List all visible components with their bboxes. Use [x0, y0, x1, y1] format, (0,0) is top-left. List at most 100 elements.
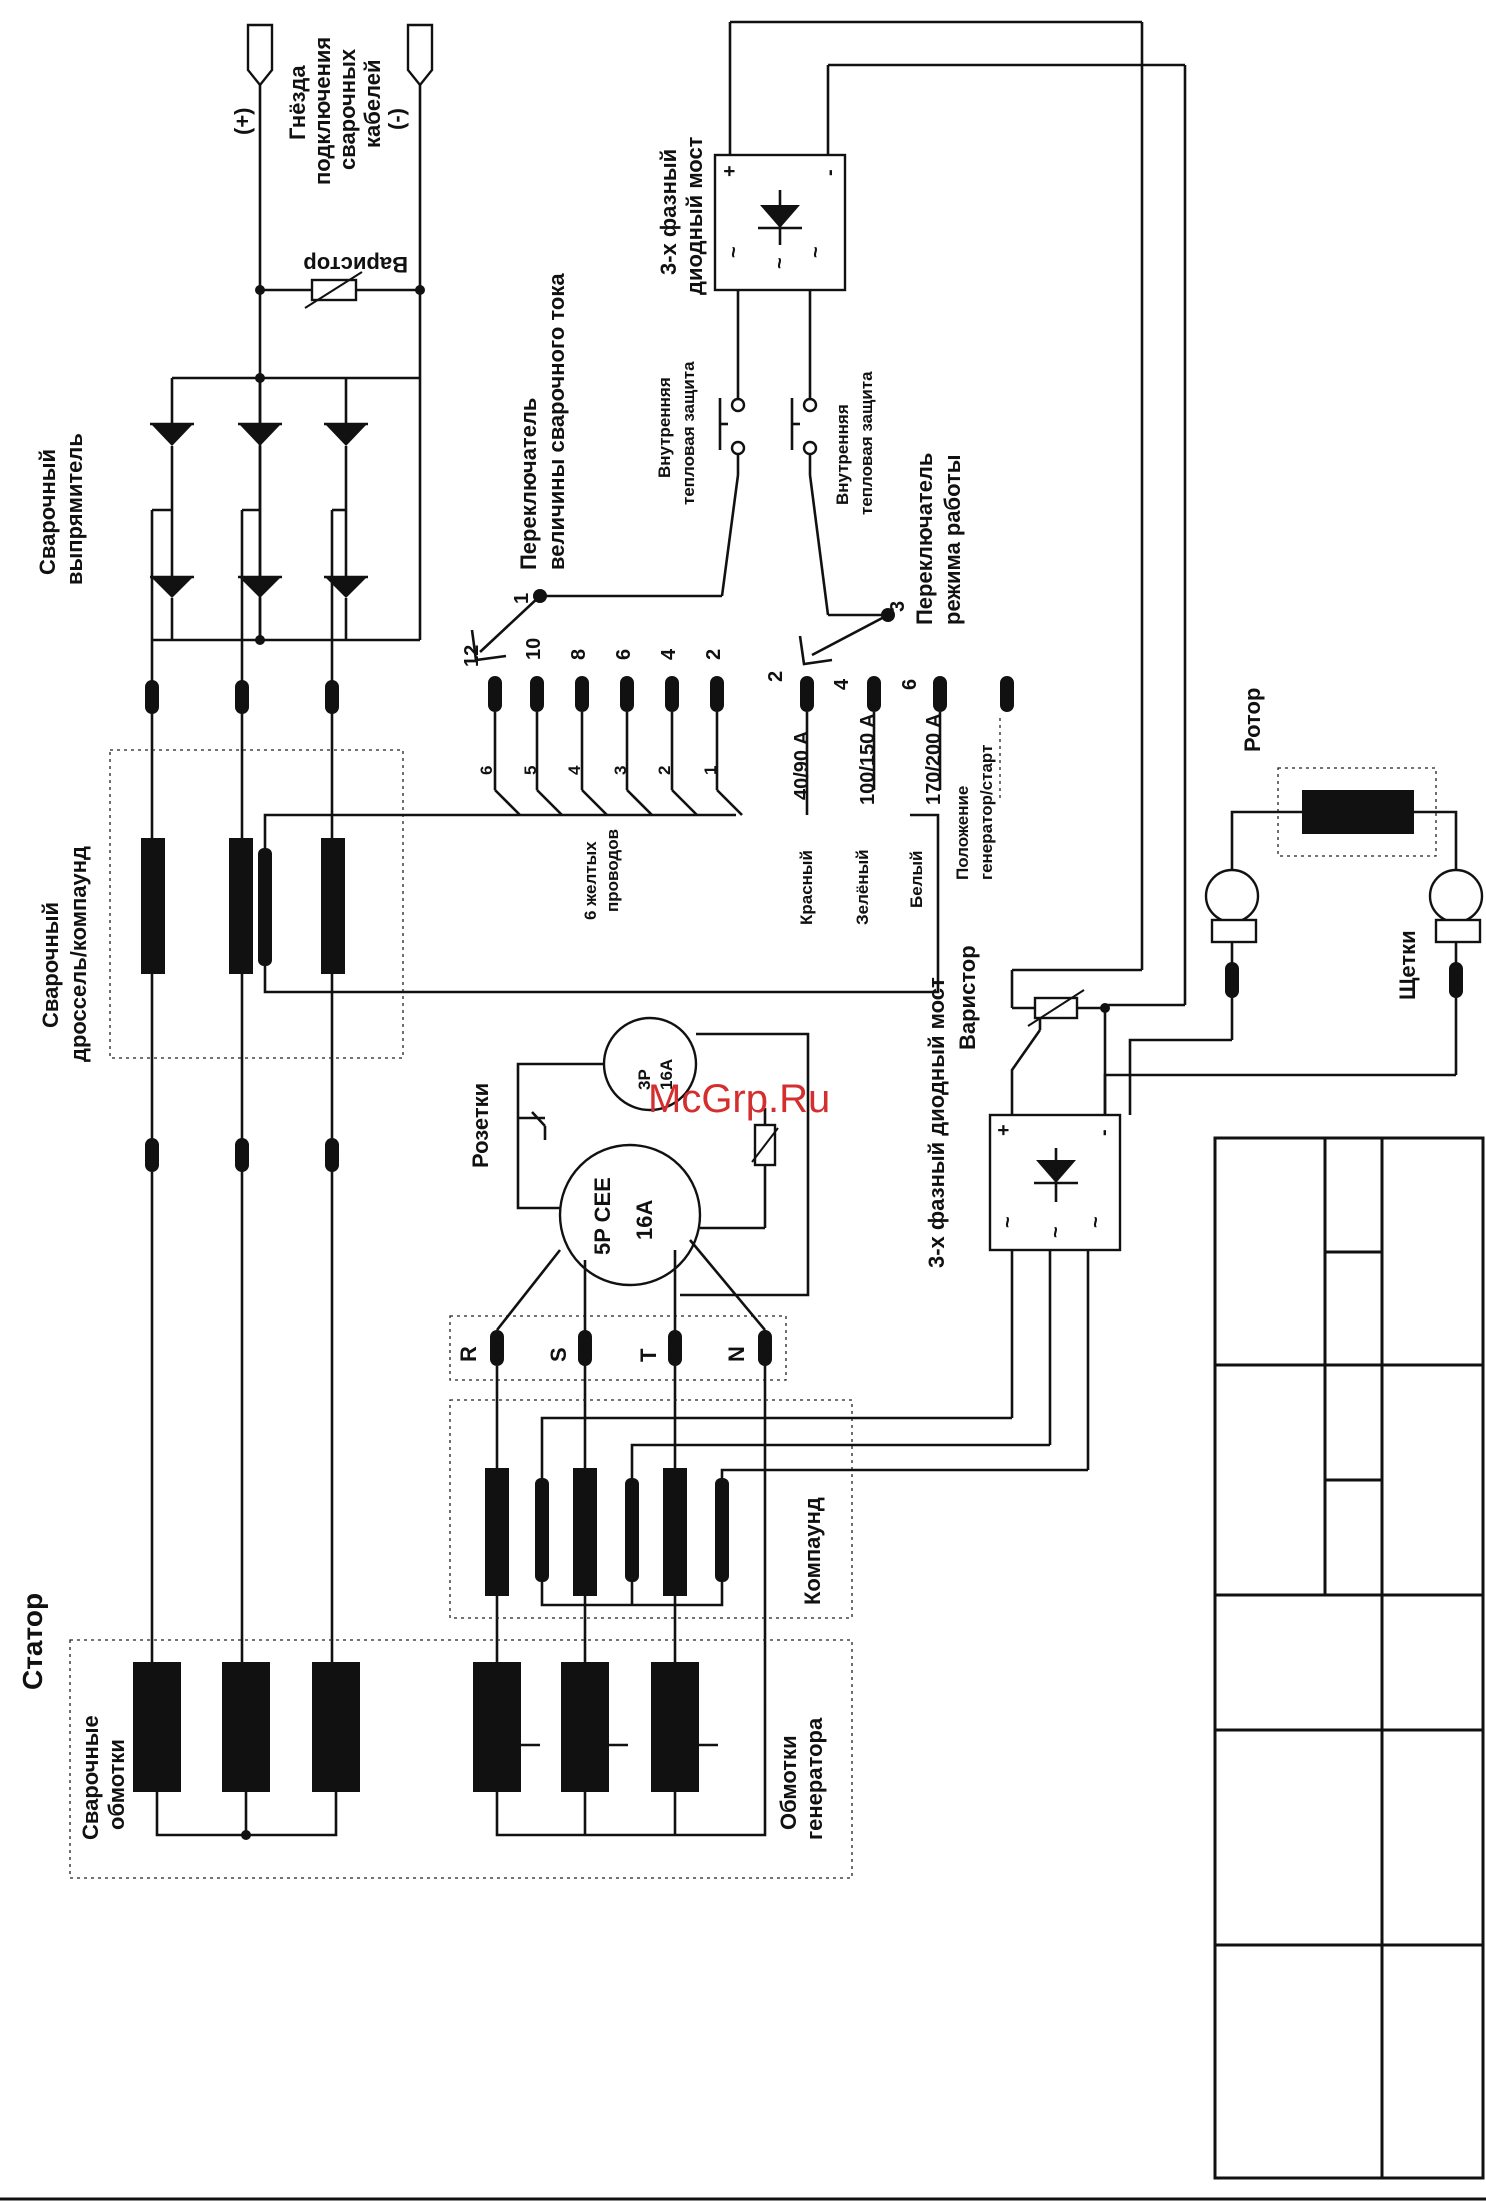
phase-N: N	[724, 1346, 749, 1362]
svg-text:Внутренняя: Внутренняя	[833, 404, 852, 505]
phase-R: R	[456, 1346, 481, 1362]
mode-pole-3: 3	[887, 601, 909, 612]
label-gen-position: Положение генератор/старт	[953, 745, 996, 880]
mode-pos-4: 4	[831, 678, 853, 690]
svg-text:режима работы: режима работы	[940, 454, 965, 625]
label-diode-bridge-top: 3-х фазный диодный мост	[656, 136, 707, 295]
label-brushes: Щетки	[1395, 930, 1420, 1000]
mode-switch	[798, 474, 1014, 815]
bridge-rotor-ac1: ~	[997, 1216, 1019, 1228]
yellow-wire-1: 1	[701, 766, 720, 775]
svg-text:6 желтых: 6 желтых	[581, 841, 600, 920]
label-thermal-2: Внутренняя тепловая защита	[833, 371, 876, 515]
label-rotor: Ротор	[1240, 688, 1265, 752]
yellow-wire-3: 3	[611, 766, 630, 775]
current-pos-8: 8	[568, 649, 590, 660]
label-varistor-top: Варистор	[303, 252, 408, 277]
svg-text:Переключатель: Переключатель	[516, 398, 541, 570]
amp-range-170-200: 170/200 A	[923, 713, 945, 805]
label-thermal-1: Внутренняя тепловая защита	[655, 361, 698, 505]
label-plus: (+)	[230, 108, 255, 136]
cable-socket-minus	[406, 23, 434, 87]
current-pos-2: 2	[703, 649, 725, 660]
diode-bridge-top	[713, 20, 1185, 380]
bridge-top-ac1: ~	[723, 246, 745, 258]
svg-text:кабелей: кабелей	[360, 59, 385, 148]
bridge-top-plus: +	[719, 165, 741, 177]
svg-text:обмотки: обмотки	[104, 1739, 129, 1830]
label-compound: Компаунд	[800, 1497, 825, 1605]
amp-range-40-90: 40/90 A	[791, 731, 813, 800]
yellow-wire-4: 4	[565, 765, 584, 775]
label-cable-sockets: Гнёзда подключения сварочных кабелей	[285, 37, 385, 185]
welding-rectifier	[150, 373, 420, 645]
svg-text:Переключатель: Переключатель	[912, 453, 937, 625]
svg-text:3-х фазный: 3-х фазный	[656, 149, 681, 275]
label-minus: (-)	[384, 108, 409, 130]
svg-text:Обмотки: Обмотки	[776, 1735, 801, 1830]
svg-text:Положение: Положение	[953, 786, 972, 880]
socket-5p-label: 5P CEE	[590, 1177, 615, 1255]
svg-text:Варистор: Варистор	[303, 252, 408, 277]
current-pos-10: 10	[523, 638, 545, 660]
socket-5p-rating: 16A	[632, 1200, 657, 1240]
label-diode-bridge-mid: 3-х фазный диодный мост	[924, 977, 949, 1268]
label-mode-switch: Переключатель режима работы	[912, 453, 965, 625]
current-pos-6: 6	[613, 649, 635, 660]
rotor-varistor	[1010, 968, 1185, 1115]
thermal-protection-2	[790, 380, 818, 475]
svg-text:Гнёзда: Гнёзда	[285, 65, 310, 140]
watermark: McGrp.Ru	[648, 1077, 830, 1121]
current-switch	[470, 474, 743, 816]
svg-text:Внутренняя: Внутренняя	[655, 377, 674, 478]
mode-pos-2: 2	[765, 671, 787, 682]
label-welding-windings: Сварочные обмотки	[78, 1715, 129, 1840]
svg-text:Сварочные: Сварочные	[78, 1715, 103, 1840]
svg-text:диодный мост: диодный мост	[682, 136, 707, 295]
label-welding-choke: Сварочный дроссель/компаунд	[38, 846, 91, 1062]
label-welding-rectifier: Сварочный выпрямитель	[35, 433, 87, 585]
label-sockets: Розетки	[468, 1083, 493, 1168]
bridge-top-ac2: ~	[769, 257, 791, 269]
socket-3p-rating: 16A	[657, 1059, 676, 1090]
brush-left	[1204, 868, 1260, 1040]
bridge-top-ac3: ~	[805, 246, 827, 258]
svg-text:тепловая защита: тепловая защита	[679, 361, 698, 505]
label-varistor-mid: Варистор	[955, 945, 980, 1050]
svg-text:величины сварочного тока: величины сварочного тока	[544, 273, 569, 570]
yellow-wire-6: 6	[477, 766, 496, 775]
current-pos-4: 4	[658, 648, 680, 660]
label-green: Зелёный	[853, 849, 872, 925]
cable-socket-plus	[246, 23, 274, 87]
svg-text:Сварочный: Сварочный	[35, 449, 60, 575]
bridge-rotor-ac3: ~	[1085, 1216, 1107, 1228]
ground-symbol	[518, 1111, 547, 1140]
thermal-protection-1	[718, 380, 746, 475]
svg-text:сварочных: сварочных	[335, 48, 360, 170]
bridge-rotor-ac2: ~	[1045, 1226, 1067, 1238]
diode-bridge-rotor	[988, 1113, 1122, 1470]
label-white: Белый	[907, 851, 926, 908]
phase-S: S	[546, 1347, 571, 1362]
socket-5p-cee	[558, 1143, 702, 1287]
label-current-switch: Переключатель величины сварочного тока	[516, 273, 569, 570]
current-pos-12: 12	[461, 645, 483, 667]
label-stator: Статор	[17, 1593, 48, 1690]
svg-text:генератор/старт: генератор/старт	[977, 745, 996, 880]
amp-range-100-150: 100/150 A	[857, 713, 879, 805]
svg-text:тепловая защита: тепловая защита	[857, 371, 876, 515]
svg-text:подключения: подключения	[310, 37, 335, 185]
title-block	[1213, 1136, 1485, 2180]
yellow-wire-2: 2	[655, 766, 674, 775]
current-pole-1: 1	[511, 593, 533, 604]
yellow-wire-5: 5	[521, 766, 540, 775]
bridge-rotor-minus: -	[1093, 1129, 1115, 1136]
mode-pos-6: 6	[899, 679, 921, 690]
socket-resistor	[700, 1108, 779, 1230]
label-red: Красный	[797, 850, 816, 925]
output-varistor	[255, 271, 425, 309]
svg-text:генератора: генератора	[802, 1717, 827, 1840]
label-generator-windings: Обмотки генератора	[776, 1717, 827, 1840]
bridge-rotor-plus: +	[993, 1124, 1015, 1136]
socket-3p-label: 3P	[635, 1069, 654, 1090]
